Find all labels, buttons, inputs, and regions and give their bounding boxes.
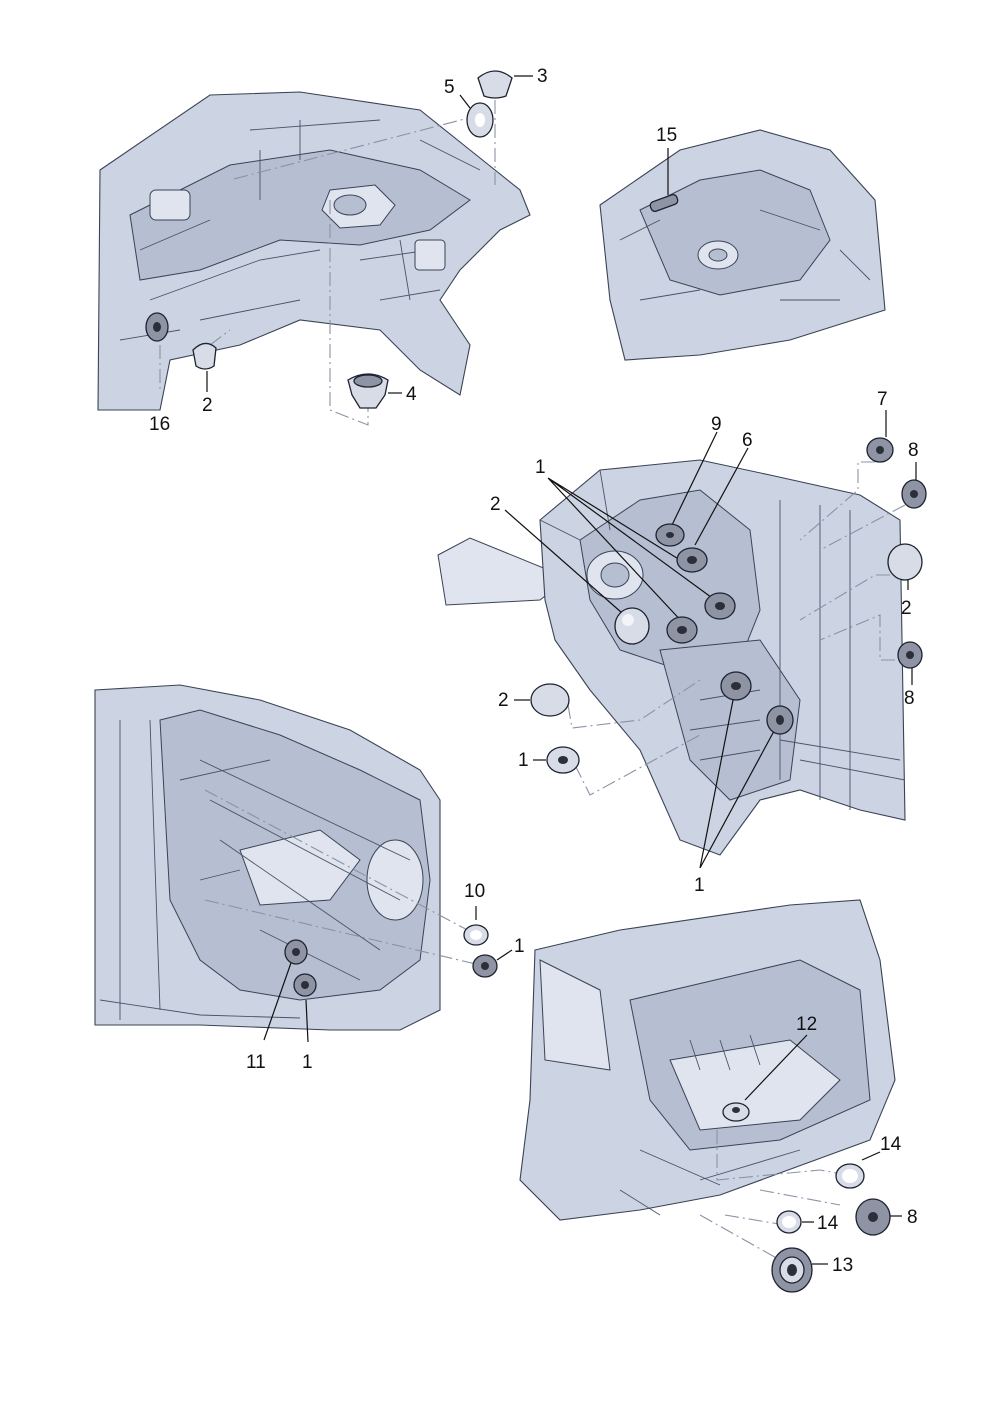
leader-dash [229, 114, 481, 181]
callout-3: 3 [537, 66, 548, 87]
leader-line [694, 447, 749, 546]
leader-dash [204, 789, 474, 934]
leader-dash [574, 734, 701, 796]
part-7-grommet [866, 437, 894, 463]
part-1-grommet [472, 954, 498, 978]
part-3-plug [477, 70, 513, 99]
part-8-grommet [901, 479, 927, 509]
part-14-washer [776, 1210, 802, 1234]
part-4-cup [347, 373, 389, 409]
leader-dash [204, 899, 481, 966]
part-10-washer [463, 924, 489, 946]
callout-7: 7 [877, 389, 888, 410]
part-1-grommet [293, 973, 317, 997]
leader-line [861, 1151, 881, 1161]
part-1-grommet [720, 671, 752, 701]
callout-2: 2 [490, 494, 501, 515]
part-12-grommet [722, 1102, 750, 1122]
part-9-grommet [655, 523, 685, 547]
leader-dash [329, 200, 369, 426]
part-8-grommet [855, 1198, 891, 1236]
callout-1: 1 [694, 875, 705, 896]
leader-line [504, 509, 631, 621]
part-1-grommet [546, 746, 580, 774]
callout-8: 8 [904, 688, 915, 709]
callout-5: 5 [444, 77, 455, 98]
leader-dash [799, 461, 875, 541]
callout-13: 13 [832, 1255, 853, 1276]
part-1-grommet [704, 592, 736, 620]
leader-dash [819, 504, 906, 551]
leader-dash [699, 1214, 781, 1261]
callout-1: 1 [514, 936, 525, 957]
callout-6: 6 [742, 430, 753, 451]
view-front-structure [97, 91, 531, 411]
leader-dash [799, 574, 890, 621]
leader-line [263, 959, 293, 1041]
leader-dash [209, 329, 231, 346]
leader-dash [819, 614, 895, 661]
part-2-plug [887, 543, 923, 581]
view-wheel-arch [437, 459, 906, 856]
leader-dash [759, 1189, 841, 1206]
leader-line [671, 431, 718, 526]
callout-15: 15 [656, 125, 677, 146]
part-8-grommet [897, 641, 923, 669]
part-2-plug [530, 683, 570, 717]
callout-4: 4 [406, 384, 417, 405]
part-11-grommet [284, 939, 308, 965]
leader-dash [716, 1130, 849, 1181]
view-rear-structure [94, 684, 441, 1031]
leader-dash [567, 679, 701, 729]
callout-1: 1 [518, 750, 529, 771]
leader-line [547, 477, 716, 626]
callout-labels: 5 3 15 4 2 16 7 8 9 6 1 2 2 8 2 1 1 10 1… [149, 66, 919, 1276]
callout-1: 1 [302, 1052, 313, 1073]
callout-14: 14 [817, 1213, 839, 1234]
callout-9: 9 [711, 414, 722, 435]
part-1-grommet [666, 616, 698, 644]
view-luggage-compartment [519, 899, 896, 1221]
callout-14: 14 [880, 1134, 902, 1155]
callout-2: 2 [901, 598, 912, 619]
callout-16: 16 [149, 414, 170, 435]
callout-11: 11 [246, 1052, 266, 1073]
leader-line [305, 999, 309, 1043]
callout-12: 12 [796, 1014, 817, 1035]
callout-2: 2 [498, 690, 509, 711]
view-engine-bay-right [599, 129, 886, 361]
part-13-grommet [771, 1247, 813, 1293]
leader-dash [724, 1214, 786, 1226]
callout-10: 10 [464, 881, 485, 902]
leader-line [496, 949, 513, 961]
part-6-grommet [676, 547, 708, 573]
part-5-washer [466, 102, 494, 138]
part-2-plug [192, 342, 217, 370]
part-16-grommet [145, 312, 169, 342]
callout-8: 8 [908, 440, 919, 461]
callout-2: 2 [202, 395, 213, 416]
leader-line [699, 689, 781, 869]
part-2-plug [614, 607, 650, 645]
part-14-washer [835, 1163, 865, 1189]
callout-8: 8 [907, 1207, 918, 1228]
leader-line [744, 1034, 808, 1101]
part-1-grommet [766, 705, 794, 735]
callout-1: 1 [535, 457, 546, 478]
